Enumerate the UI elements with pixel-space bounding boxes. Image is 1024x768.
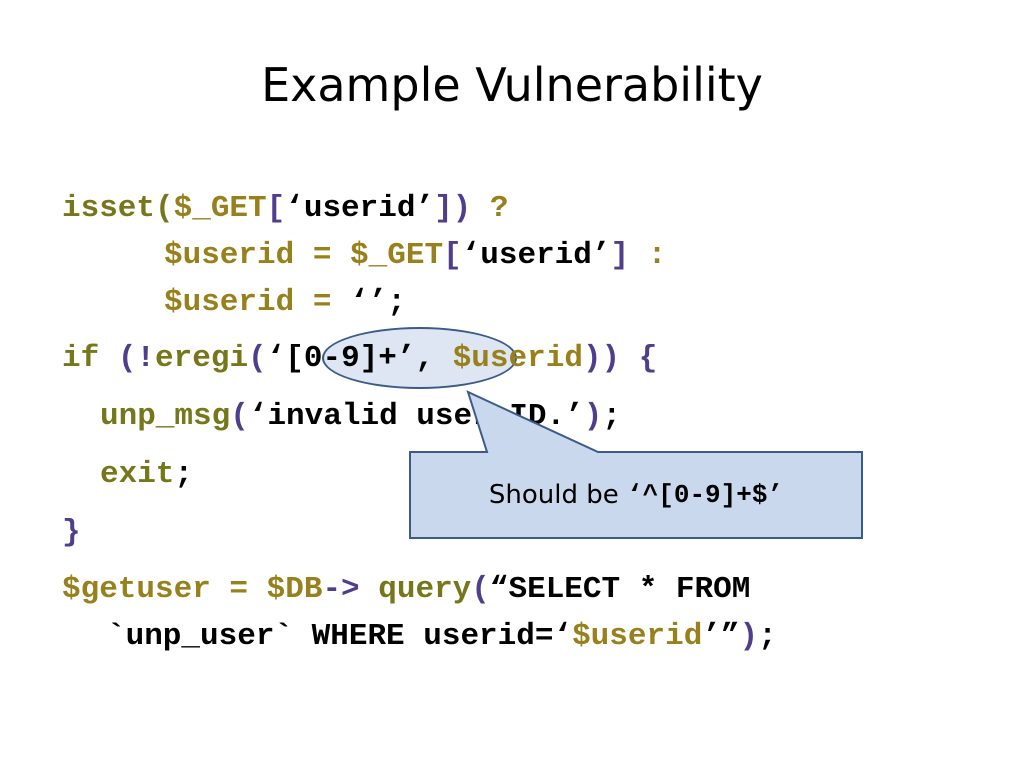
code-token: $userid [572,619,703,654]
regex-token: ‘[0-9]+’ [266,341,416,376]
code-token: ‘userid’ [461,238,611,273]
code-token: = [294,238,351,273]
code-token: ‘’; [350,285,406,320]
callout-code-text: ‘^[0-9]+$’ [627,480,784,510]
code-token: $userid [164,238,295,273]
code-token: = [210,572,267,607]
code-token: : [629,238,667,273]
code-token: , [415,341,453,376]
code-token: ? [471,191,509,226]
code-line-7: } [62,517,81,548]
code-line-2: $userid = $_GET[‘userid’] : [164,240,666,271]
code-token: -> [322,572,379,607]
code-token: = [294,285,351,320]
code-token: ‘userid’ [285,191,435,226]
code-token: $_GET [350,238,444,273]
code-token: ]) [434,191,472,226]
code-token: $_GET [173,191,267,226]
code-token: $userid [164,285,295,320]
code-token: exit [100,457,175,492]
code-token: ( [230,399,249,434]
code-token: $DB [266,572,323,607]
code-token: “SELECT * FROM [489,572,751,607]
code-line-9: `unp_user` WHERE userid=‘$userid’”); [107,621,777,652]
code-token: [ [443,238,462,273]
callout-box: Should be ‘^[0-9]+$’ [410,452,862,538]
code-line-6: exit; [100,459,193,490]
code-token: )) { [582,341,658,376]
code-token: isset( [62,191,174,226]
code-token: `unp_user` WHERE userid=‘ [107,619,573,654]
callout-lead-text: Should be [488,480,628,510]
code-token: eregi [155,341,249,376]
code-token: (! [99,341,156,376]
code-token: ] [610,238,630,273]
code-token: unp_msg [100,399,231,434]
code-token: ( [471,572,490,607]
code-line-3: $userid = ‘’; [164,287,406,318]
code-line-8: $getuser = $DB-> query(“SELECT * FROM [62,574,750,605]
code-token: ) [739,619,759,654]
code-token: $userid [452,341,583,376]
code-token: ; [174,457,194,492]
code-token: query [378,572,472,607]
regex-highlight-ellipse [322,327,517,389]
code-token: ) [583,399,603,434]
code-line-1: isset($_GET[‘userid’]) ? [62,193,509,224]
code-token: [ [266,191,286,226]
code-token: if [62,341,100,376]
code-token: $getuser [62,572,211,607]
code-token: ’” [702,619,740,654]
code-line-4: if (!eregi(‘[0-9]+’, $userid)) { [62,343,657,374]
code-token: ; [758,619,777,654]
code-token: ; [602,399,621,434]
code-token: } [62,515,81,550]
code-token: ( [248,341,267,376]
slide-title: Example Vulnerability [261,58,763,112]
